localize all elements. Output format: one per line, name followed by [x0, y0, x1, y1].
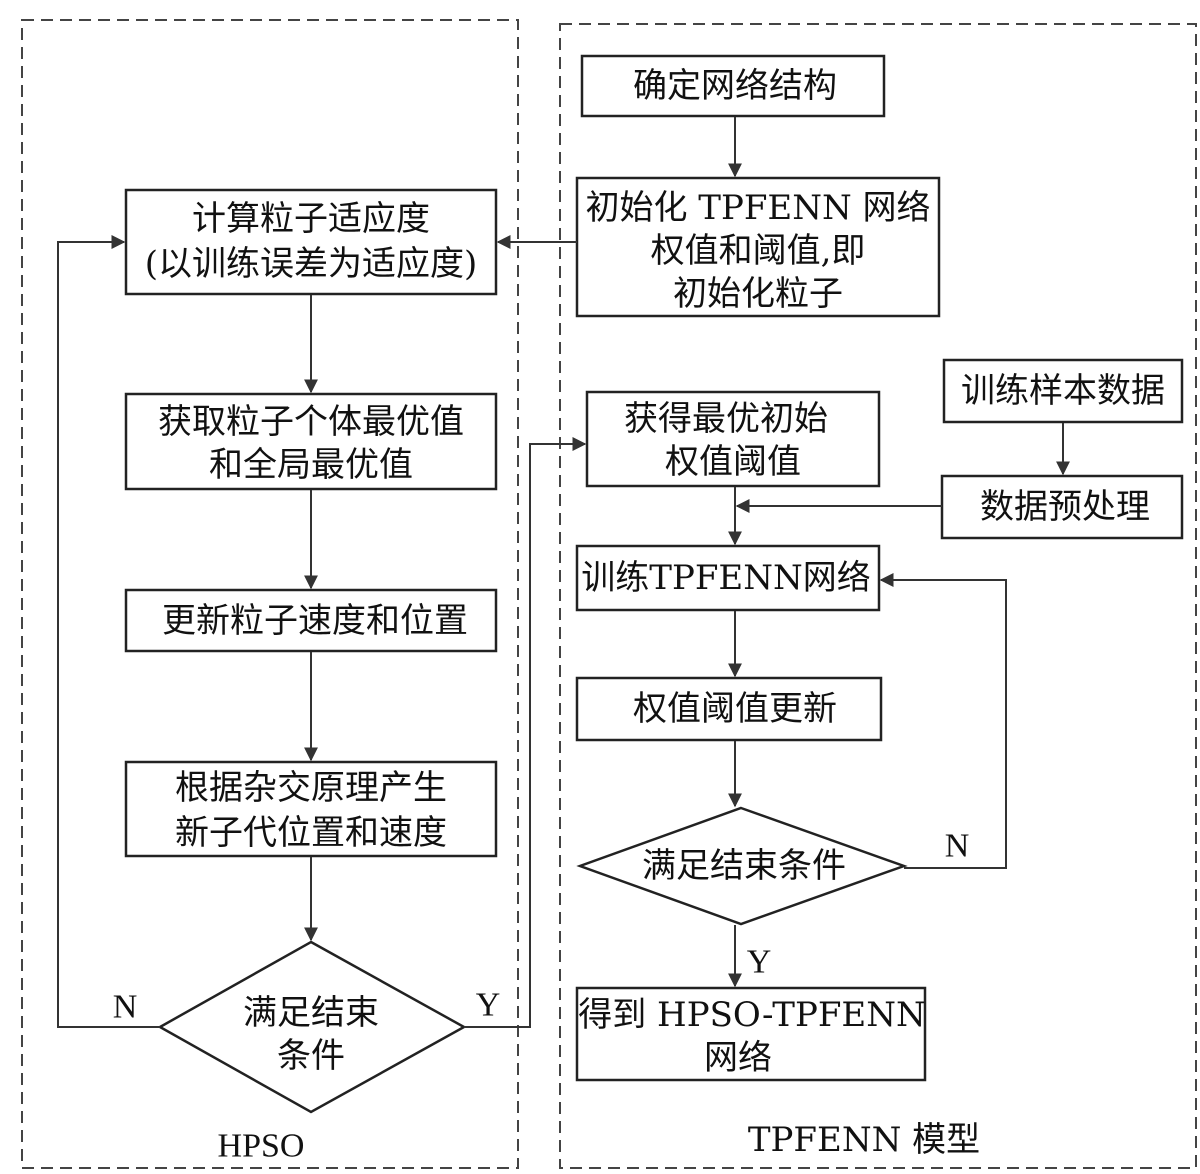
hpso-condition-node: 满足结束条件	[157, 940, 467, 1114]
edge-hpso-no-loop	[57, 235, 160, 1028]
update-particles-node: 更新粒子速度和位置	[124, 588, 498, 653]
svg-text:初始化 TPFENN 网络权值和阈值,即初始化粒子: 初始化 TPFENN 网络权值和阈值,即初始化粒子	[585, 188, 930, 314]
svg-text:根据杂交原理产生新子代位置和速度: 根据杂交原理产生新子代位置和速度	[175, 768, 447, 853]
hpso-no-label: N	[113, 989, 138, 1026]
svg-text:获得最优初始权值阈值: 获得最优初始权值阈值	[624, 399, 828, 482]
svg-text:获取粒子个体最优值和全局最优值: 获取粒子个体最优值和全局最优值	[158, 402, 464, 485]
svg-text:满足结束条件: 满足结束条件	[243, 993, 379, 1076]
train-samples-node: 训练样本数据	[942, 358, 1184, 424]
define-network-node: 确定网络结构	[580, 54, 886, 118]
svg-text:更新粒子速度和位置: 更新粒子速度和位置	[162, 601, 468, 641]
svg-text:数据预处理: 数据预处理	[980, 487, 1150, 527]
svg-text:训练样本数据: 训练样本数据	[961, 371, 1165, 411]
crossover-node: 根据杂交原理产生新子代位置和速度	[124, 760, 498, 858]
init-network-node: 初始化 TPFENN 网络权值和阈值,即初始化粒子	[575, 176, 941, 318]
get-best-node: 获取粒子个体最优值和全局最优值	[124, 392, 498, 491]
svg-text:确定网络结构: 确定网络结构	[633, 66, 837, 106]
svg-text:训练TPFENN网络: 训练TPFENN网络	[581, 558, 870, 598]
svg-text:得到 HPSO-TPFENN网络: 得到 HPSO-TPFENN网络	[578, 995, 926, 1078]
hpso-region	[21, 19, 519, 1169]
train-network-node: 训练TPFENN网络	[575, 544, 881, 612]
optimal-init-node: 获得最优初始权值阈值	[585, 390, 881, 488]
svg-text:满足结束条件: 满足结束条件	[642, 846, 846, 886]
tpfenn-region	[559, 23, 1197, 1169]
preprocess-node: 数据预处理	[940, 474, 1184, 540]
tpfenn-yes-label: Y	[747, 944, 772, 981]
tpfenn-no-label: N	[945, 828, 970, 865]
compute-fitness-node: 计算粒子适应度(以训练误差为适应度)	[124, 188, 498, 296]
tpfenn-condition-node: 满足结束条件	[576, 806, 908, 926]
svg-text:权值阈值更新: 权值阈值更新	[633, 689, 837, 729]
svg-text:计算粒子适应度(以训练误差为适应度): 计算粒子适应度(以训练误差为适应度)	[145, 199, 478, 284]
hpso-yes-label: Y	[476, 987, 501, 1024]
edge-hpso-yes	[464, 437, 587, 1028]
hpso-region-label: HPSO	[218, 1128, 305, 1165]
edge-tpfenn-no-loop	[879, 573, 1007, 869]
update-weights-node: 权值阈值更新	[575, 676, 883, 742]
tpfenn-region-label: TPFENN 模型	[748, 1120, 980, 1160]
